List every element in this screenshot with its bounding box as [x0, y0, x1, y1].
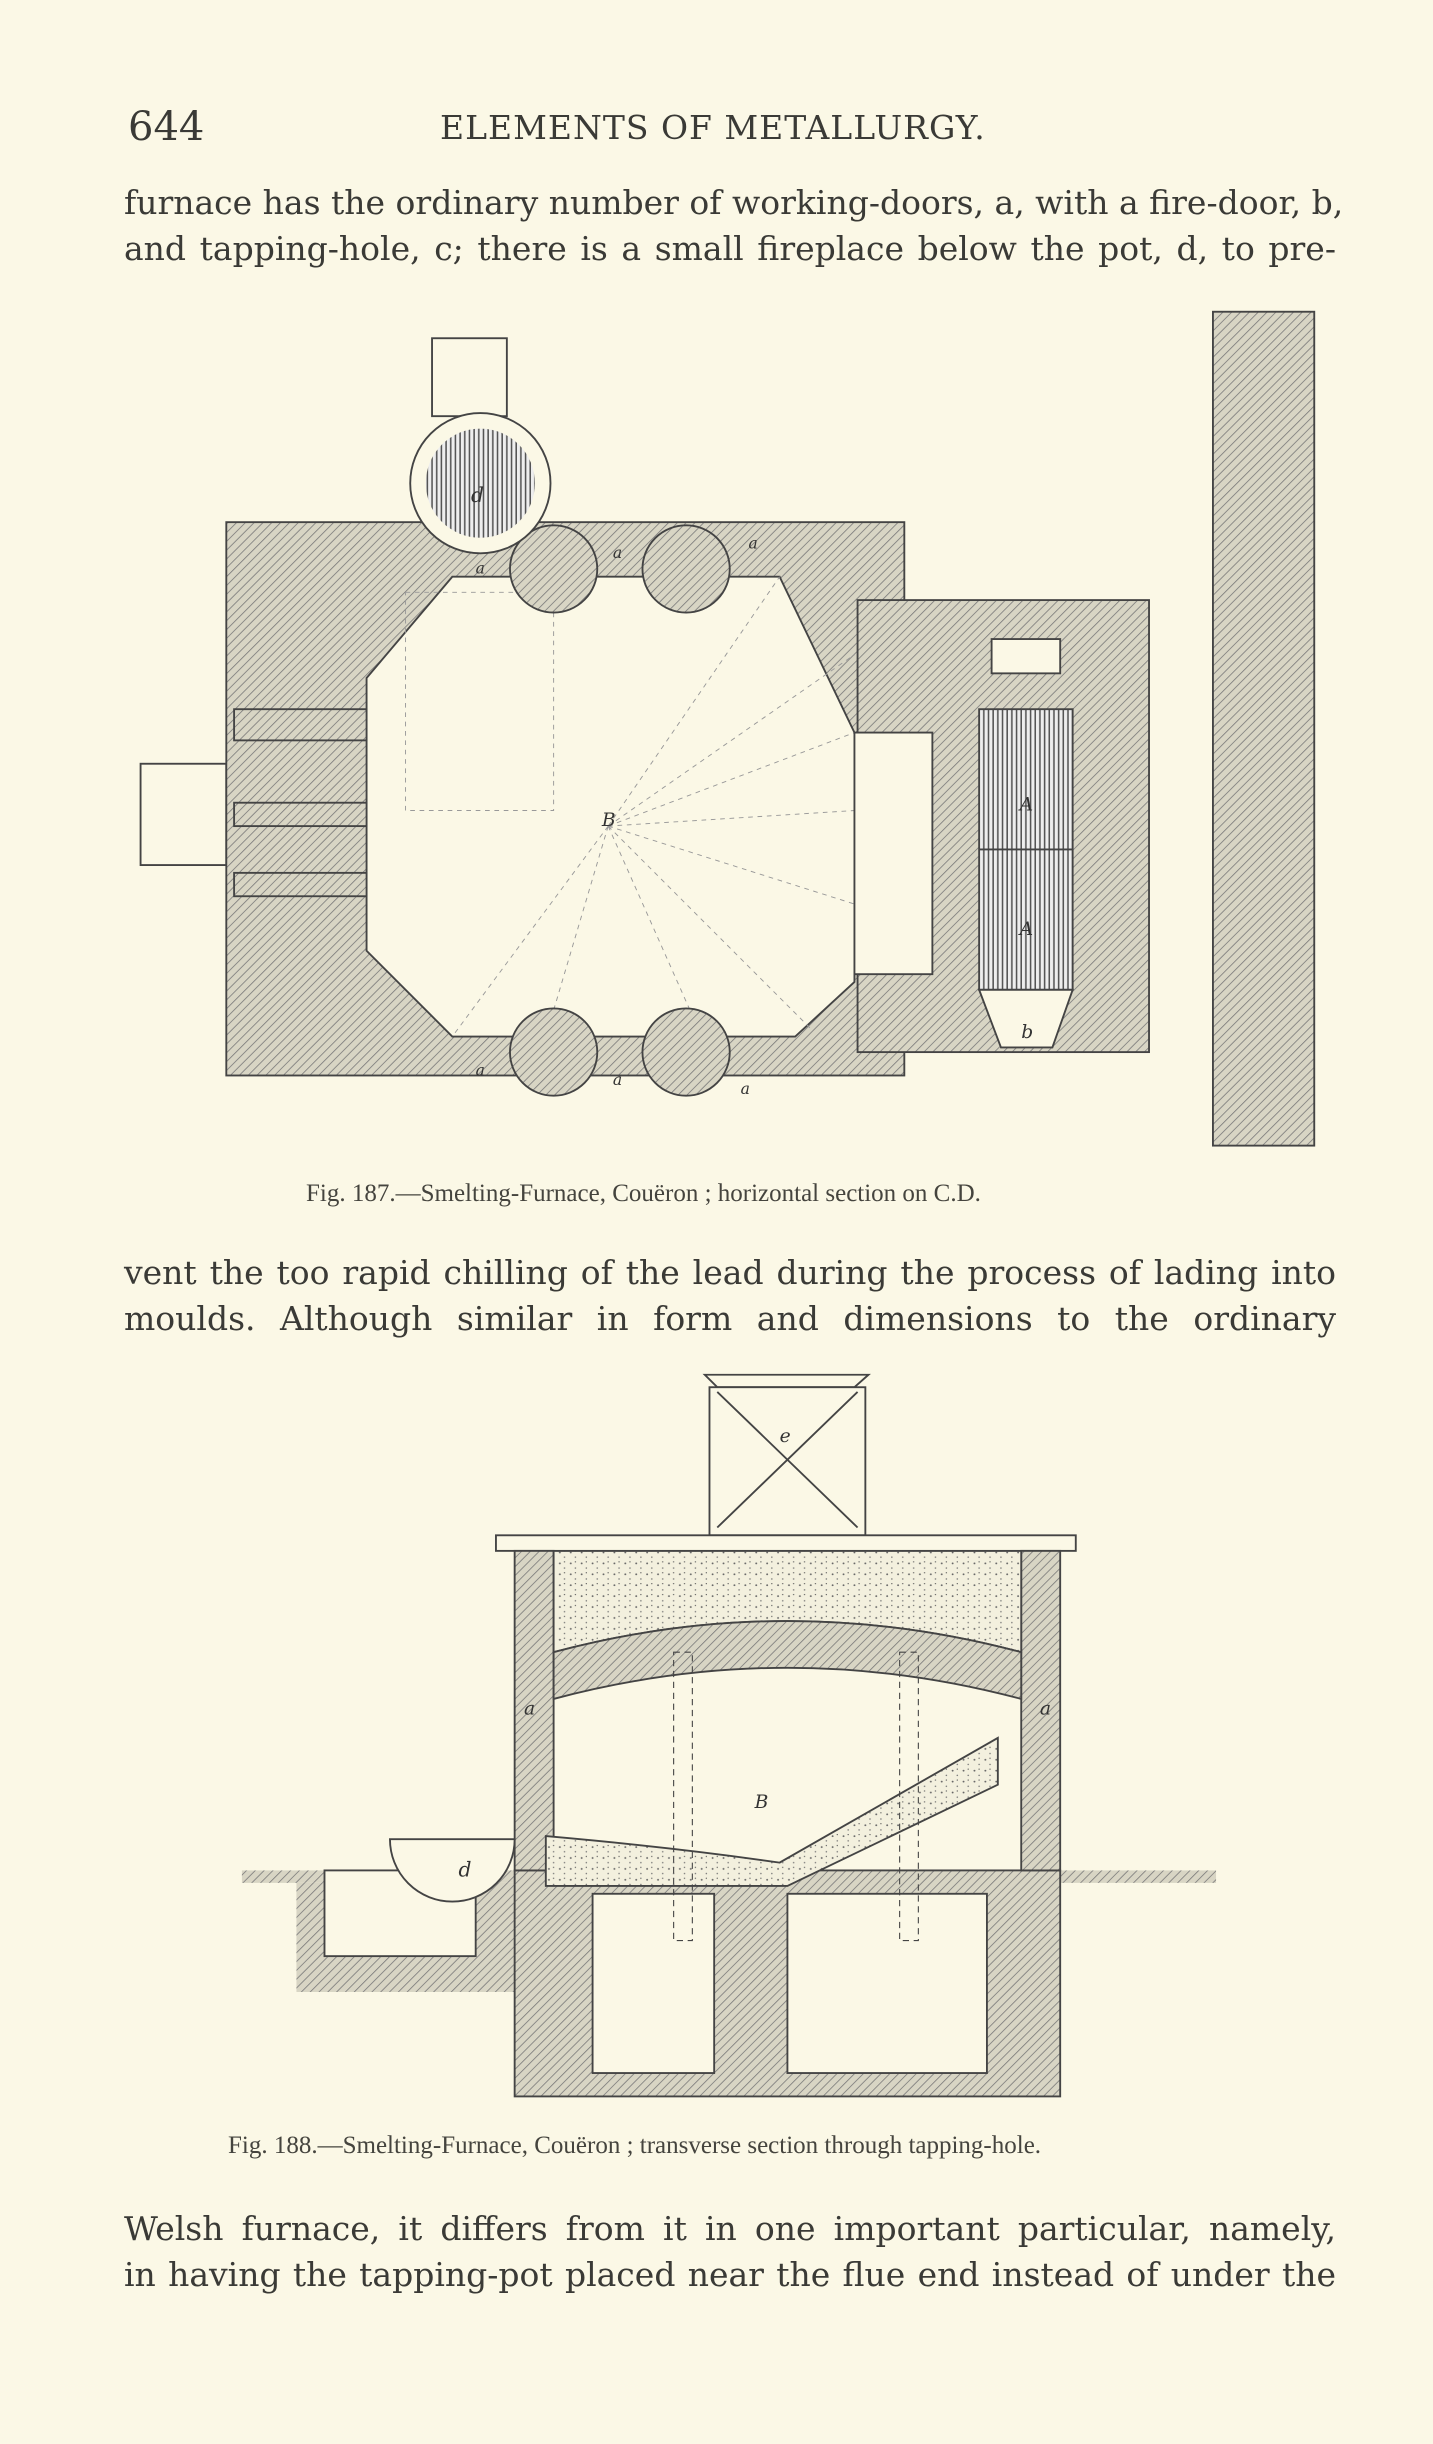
- page-number: 644: [128, 104, 205, 150]
- label-d: d: [459, 1858, 472, 1882]
- label-A: A: [1018, 795, 1034, 816]
- text-line: furnace has the ordinary number of worki…: [124, 183, 1344, 222]
- figure-188-caption: Fig. 188.—Smelting-Furnace, Couëron ; tr…: [228, 2132, 1042, 2159]
- text-line: Welsh furnace, it differs from it in one…: [124, 2209, 1336, 2248]
- text-line: vent the too rapid chilling of the lead …: [124, 1253, 1336, 1292]
- label-a: a: [476, 1061, 485, 1079]
- text-line: and tapping-hole, c; there is a small fi…: [124, 229, 1336, 268]
- label-B: B: [754, 1792, 769, 1813]
- label-a: a: [748, 535, 757, 553]
- figure-187-caption: Fig. 187.—Smelting-Furnace, Couëron ; ho…: [306, 1180, 981, 1207]
- text-line: moulds. Although similar in form and dim…: [124, 1299, 1336, 1338]
- running-title: ELEMENTS OF METALLURGY.: [440, 108, 986, 147]
- label-a: a: [613, 544, 622, 562]
- label-d: d: [471, 483, 484, 507]
- label-a: a: [613, 1071, 622, 1089]
- figure-187: [139, 310, 1316, 1147]
- paragraph-1: furnace has the ordinary number of worki…: [124, 180, 1344, 272]
- figure-188: [241, 1373, 1217, 2098]
- label-e: e: [780, 1426, 791, 1447]
- label-a: a: [524, 1699, 535, 1720]
- label-A: A: [1018, 919, 1034, 940]
- text-line: in having the tapping-pot placed near th…: [124, 2255, 1336, 2294]
- label-B: B: [601, 810, 616, 831]
- label-a: a: [1040, 1699, 1051, 1720]
- label-b: b: [1021, 1022, 1033, 1043]
- paragraph-2: vent the too rapid chilling of the lead …: [124, 1250, 1336, 1342]
- paragraph-3: Welsh furnace, it differs from it in one…: [124, 2206, 1336, 2298]
- label-a: a: [476, 560, 485, 578]
- label-a: a: [741, 1080, 750, 1098]
